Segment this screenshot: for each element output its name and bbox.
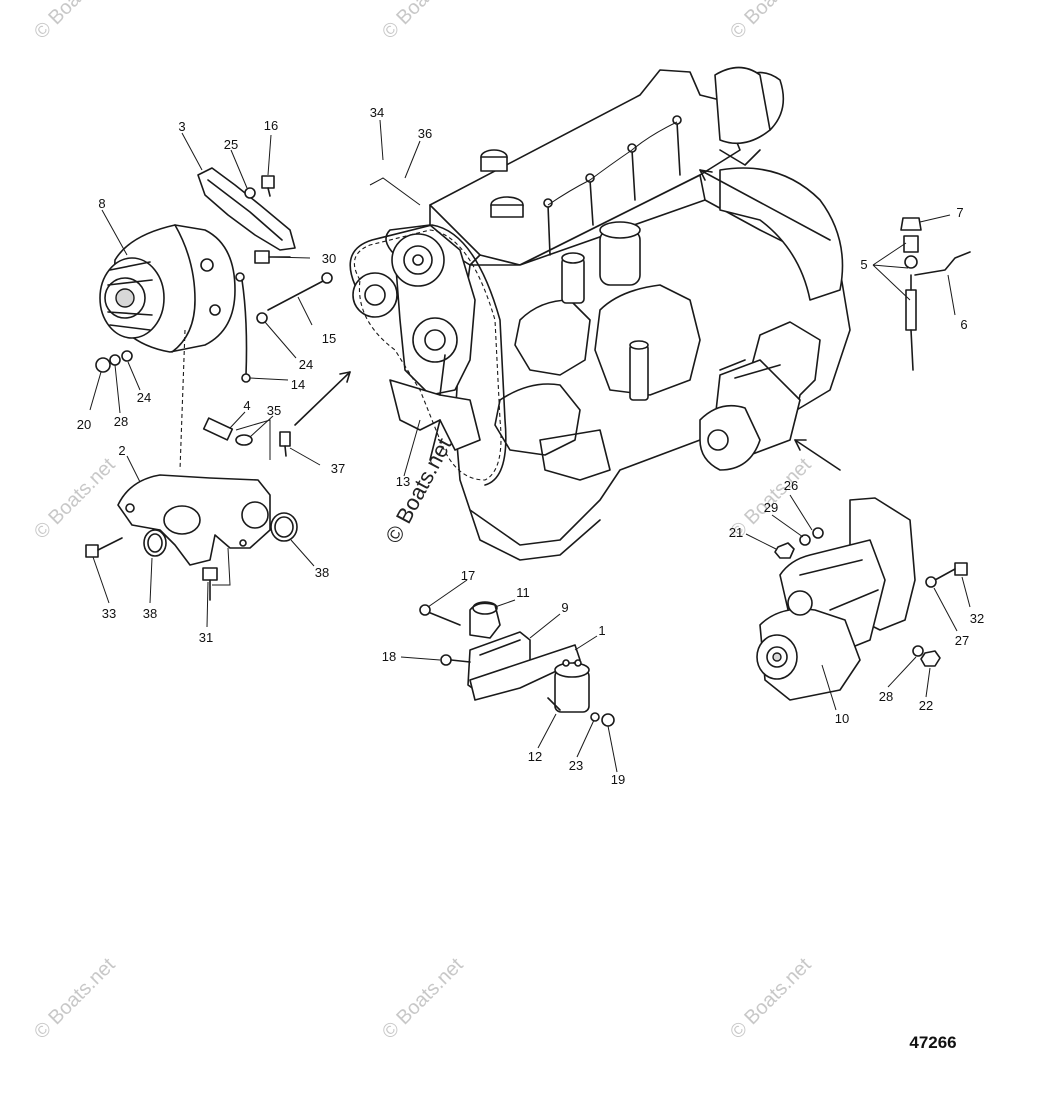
callout-32: 32 xyxy=(970,611,984,626)
callout-33: 33 xyxy=(102,606,116,621)
watermark-center: © Boats.net xyxy=(380,434,456,548)
callout-29: 29 xyxy=(764,500,778,515)
callout-2: 2 xyxy=(118,443,125,458)
watermark-bottom-left: © Boats.net xyxy=(30,954,120,1044)
callout-18: 18 xyxy=(382,649,396,664)
callout-15: 15 xyxy=(322,331,336,346)
callout-labels: 1 2 3 4 5 6 7 8 9 10 11 12 13 14 15 16 1… xyxy=(77,105,984,787)
callout-38a: 38 xyxy=(143,606,157,621)
callout-17: 17 xyxy=(461,568,475,583)
arrow-to-glow-plug xyxy=(699,169,831,241)
callout-28b: 28 xyxy=(879,689,893,704)
callout-4: 4 xyxy=(243,398,250,413)
callout-37: 37 xyxy=(331,461,345,476)
figure-number: 47266 xyxy=(909,1033,956,1052)
callout-10: 10 xyxy=(835,711,849,726)
arrow-to-starter xyxy=(794,439,841,471)
callout-21: 21 xyxy=(729,525,743,540)
callout-38b: 38 xyxy=(315,565,329,580)
callout-23: 23 xyxy=(569,758,583,773)
watermark-bottom-right: © Boats.net xyxy=(726,954,816,1044)
alternator-bracket xyxy=(85,474,298,601)
callout-3: 3 xyxy=(178,119,185,134)
callout-28a: 28 xyxy=(114,414,128,429)
callout-13: 13 xyxy=(396,474,410,489)
callout-14: 14 xyxy=(291,377,305,392)
callout-34: 34 xyxy=(370,105,384,120)
callout-19: 19 xyxy=(611,772,625,787)
callout-12: 12 xyxy=(528,749,542,764)
callout-22: 22 xyxy=(919,698,933,713)
callout-35: 35 xyxy=(267,403,281,418)
engine-block xyxy=(349,66,851,561)
callout-30: 30 xyxy=(322,251,336,266)
watermark-top-left: © Boats.net xyxy=(30,0,120,44)
watermark-top-right: © Boats.net xyxy=(726,0,816,44)
callout-8: 8 xyxy=(98,196,105,211)
starter-upper xyxy=(699,321,821,471)
callout-9: 9 xyxy=(561,600,568,615)
watermark-mid-left: © Boats.net xyxy=(30,454,120,544)
callout-26: 26 xyxy=(784,478,798,493)
callout-6: 6 xyxy=(960,317,967,332)
callout-27: 27 xyxy=(955,633,969,648)
callout-20: 20 xyxy=(77,417,91,432)
callout-16: 16 xyxy=(264,118,278,133)
starter-lower xyxy=(756,497,968,701)
callout-7: 7 xyxy=(956,205,963,220)
alternator xyxy=(99,224,245,353)
callout-36: 36 xyxy=(418,126,432,141)
callout-31: 31 xyxy=(199,630,213,645)
callout-5: 5 xyxy=(860,257,867,272)
callout-24b: 24 xyxy=(299,357,313,372)
callout-25: 25 xyxy=(224,137,238,152)
sender-parts xyxy=(202,417,291,460)
callout-11: 11 xyxy=(516,585,530,600)
callout-24a: 24 xyxy=(137,390,151,405)
relay-bracket xyxy=(419,601,615,727)
watermark-bottom-center: © Boats.net xyxy=(378,954,468,1044)
callout-1: 1 xyxy=(598,623,605,638)
adjuster-strap xyxy=(95,167,351,471)
watermark-top-center: © Boats.net xyxy=(378,0,468,44)
leader-lines xyxy=(89,119,971,773)
glow-plug xyxy=(900,217,971,371)
